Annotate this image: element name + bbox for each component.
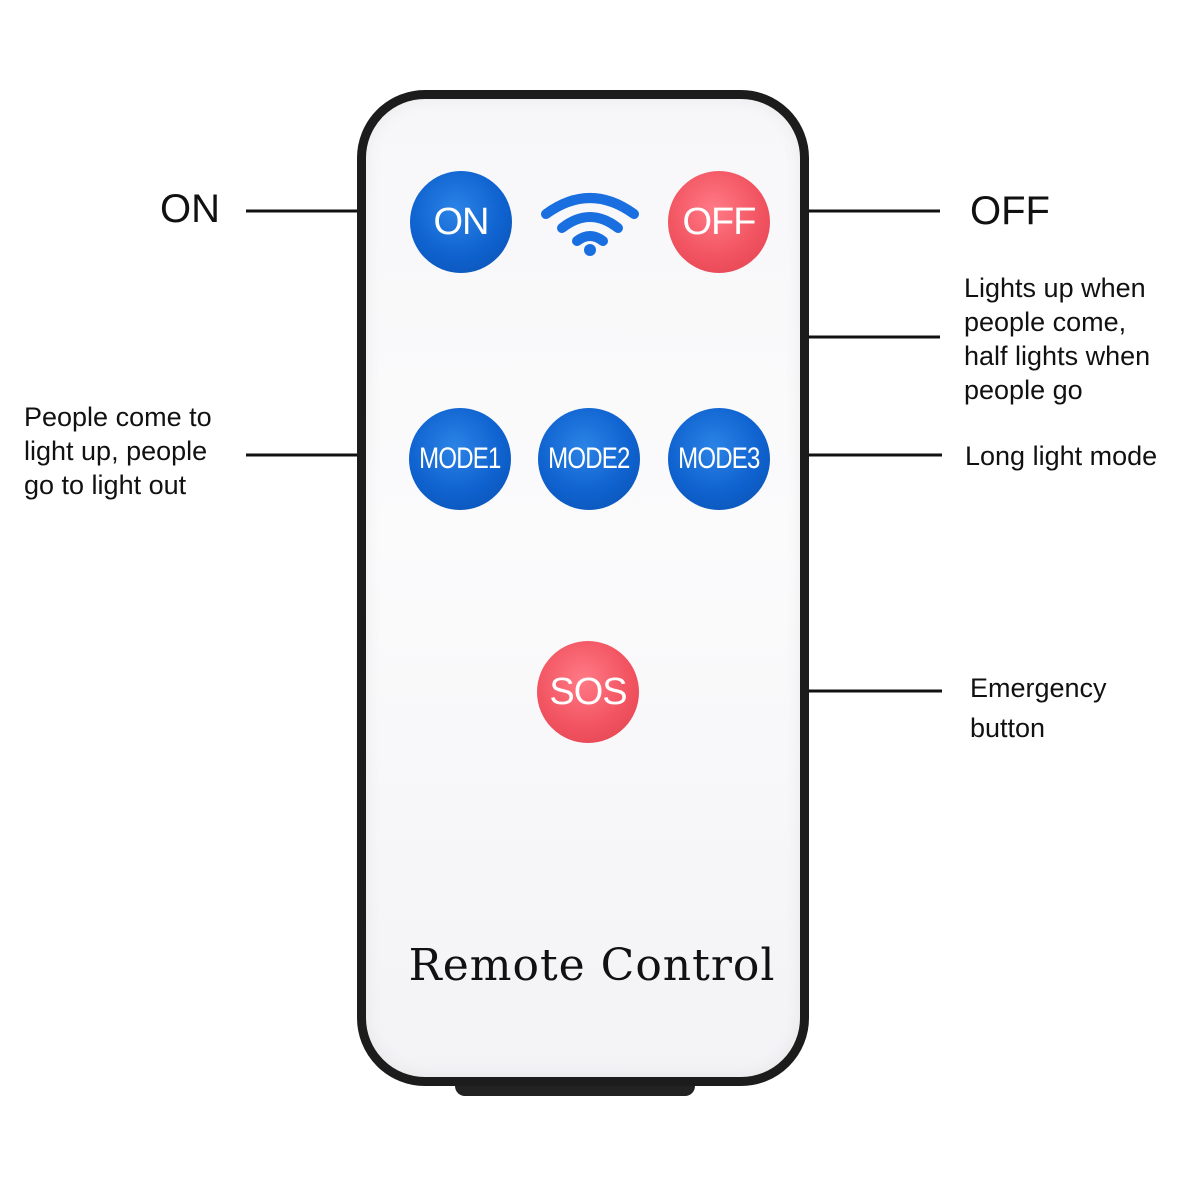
- off-button[interactable]: OFF: [668, 171, 770, 273]
- sos-button-label: SOS: [549, 671, 627, 713]
- mode3-button-label: MODE3: [678, 442, 760, 475]
- callout-mode3: Long light mode: [965, 441, 1158, 471]
- callout-mode2-line: half lights when: [964, 341, 1151, 371]
- off-button-label: OFF: [682, 201, 757, 243]
- mode3-button[interactable]: MODE3: [668, 408, 770, 510]
- callout-sos: Emergency button: [970, 668, 1107, 748]
- callout-mode1: People come to light up, people go to li…: [24, 400, 212, 502]
- callout-mode2: Lights up when people come, half lights …: [964, 271, 1150, 407]
- callout-mode2-line: Lights up when: [964, 273, 1146, 303]
- callout-mode2-line: people come,: [964, 307, 1127, 337]
- callout-mode2-line: people go: [964, 375, 1083, 405]
- remote-title: Remote Control: [408, 940, 776, 991]
- mode2-button[interactable]: MODE2: [538, 408, 640, 510]
- callout-off: OFF: [970, 189, 1050, 233]
- callout-sos-line: button: [970, 713, 1046, 743]
- sos-button[interactable]: SOS: [537, 641, 639, 743]
- mode1-button-label: MODE1: [419, 442, 501, 475]
- on-button[interactable]: ON: [410, 171, 512, 273]
- wifi-icon: [541, 193, 639, 256]
- mode2-button-label: MODE2: [548, 442, 630, 475]
- callout-mode1-line: People come to: [24, 402, 212, 432]
- callout-sos-line: Emergency: [970, 673, 1107, 703]
- callout-mode1-line: go to light out: [24, 470, 187, 500]
- mode1-button[interactable]: MODE1: [409, 408, 511, 510]
- callout-on: ON: [160, 187, 220, 231]
- callout-mode1-line: light up, people: [24, 436, 208, 466]
- on-button-label: ON: [433, 201, 490, 243]
